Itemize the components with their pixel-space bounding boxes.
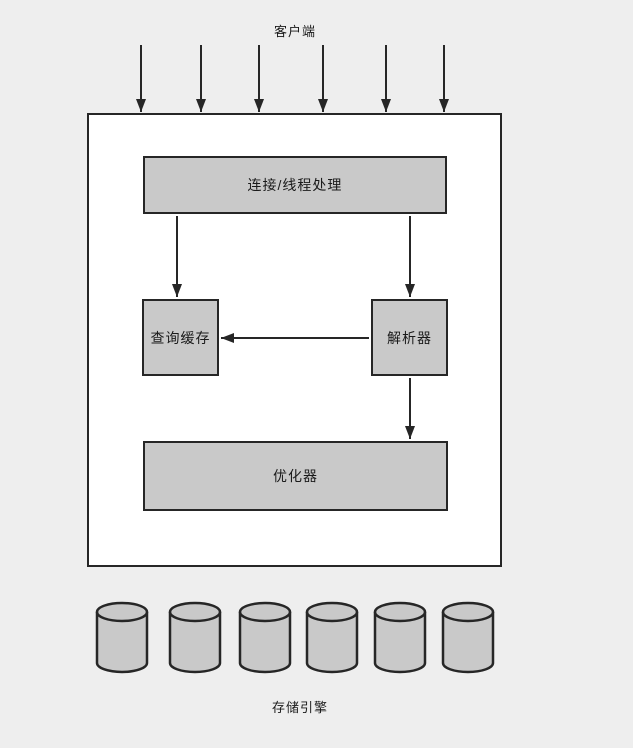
storage-engine-cylinder <box>168 601 222 674</box>
node-query-cache: 查询缓存 <box>142 299 219 376</box>
storage-engine-cylinder <box>441 601 495 674</box>
node-optimizer: 优化器 <box>143 441 448 511</box>
node-parser: 解析器 <box>371 299 448 376</box>
node-connection-label: 连接/线程处理 <box>247 177 343 193</box>
storage-engines-label: 存储引擎 <box>271 700 328 715</box>
node-optimizer-label: 优化器 <box>273 468 318 484</box>
storage-engine-cylinder <box>373 601 427 674</box>
storage-engine-cylinder <box>238 601 292 674</box>
node-connection-thread-handling: 连接/线程处理 <box>143 156 447 214</box>
storage-engine-cylinders <box>95 601 495 674</box>
node-query-cache-label: 查询缓存 <box>150 329 211 346</box>
storage-engine-cylinder <box>95 601 149 674</box>
storage-engine-cylinder <box>305 601 359 674</box>
client-connection-arrows <box>136 45 449 112</box>
client-label: 客户端 <box>273 24 316 39</box>
node-parser-label: 解析器 <box>387 329 432 346</box>
